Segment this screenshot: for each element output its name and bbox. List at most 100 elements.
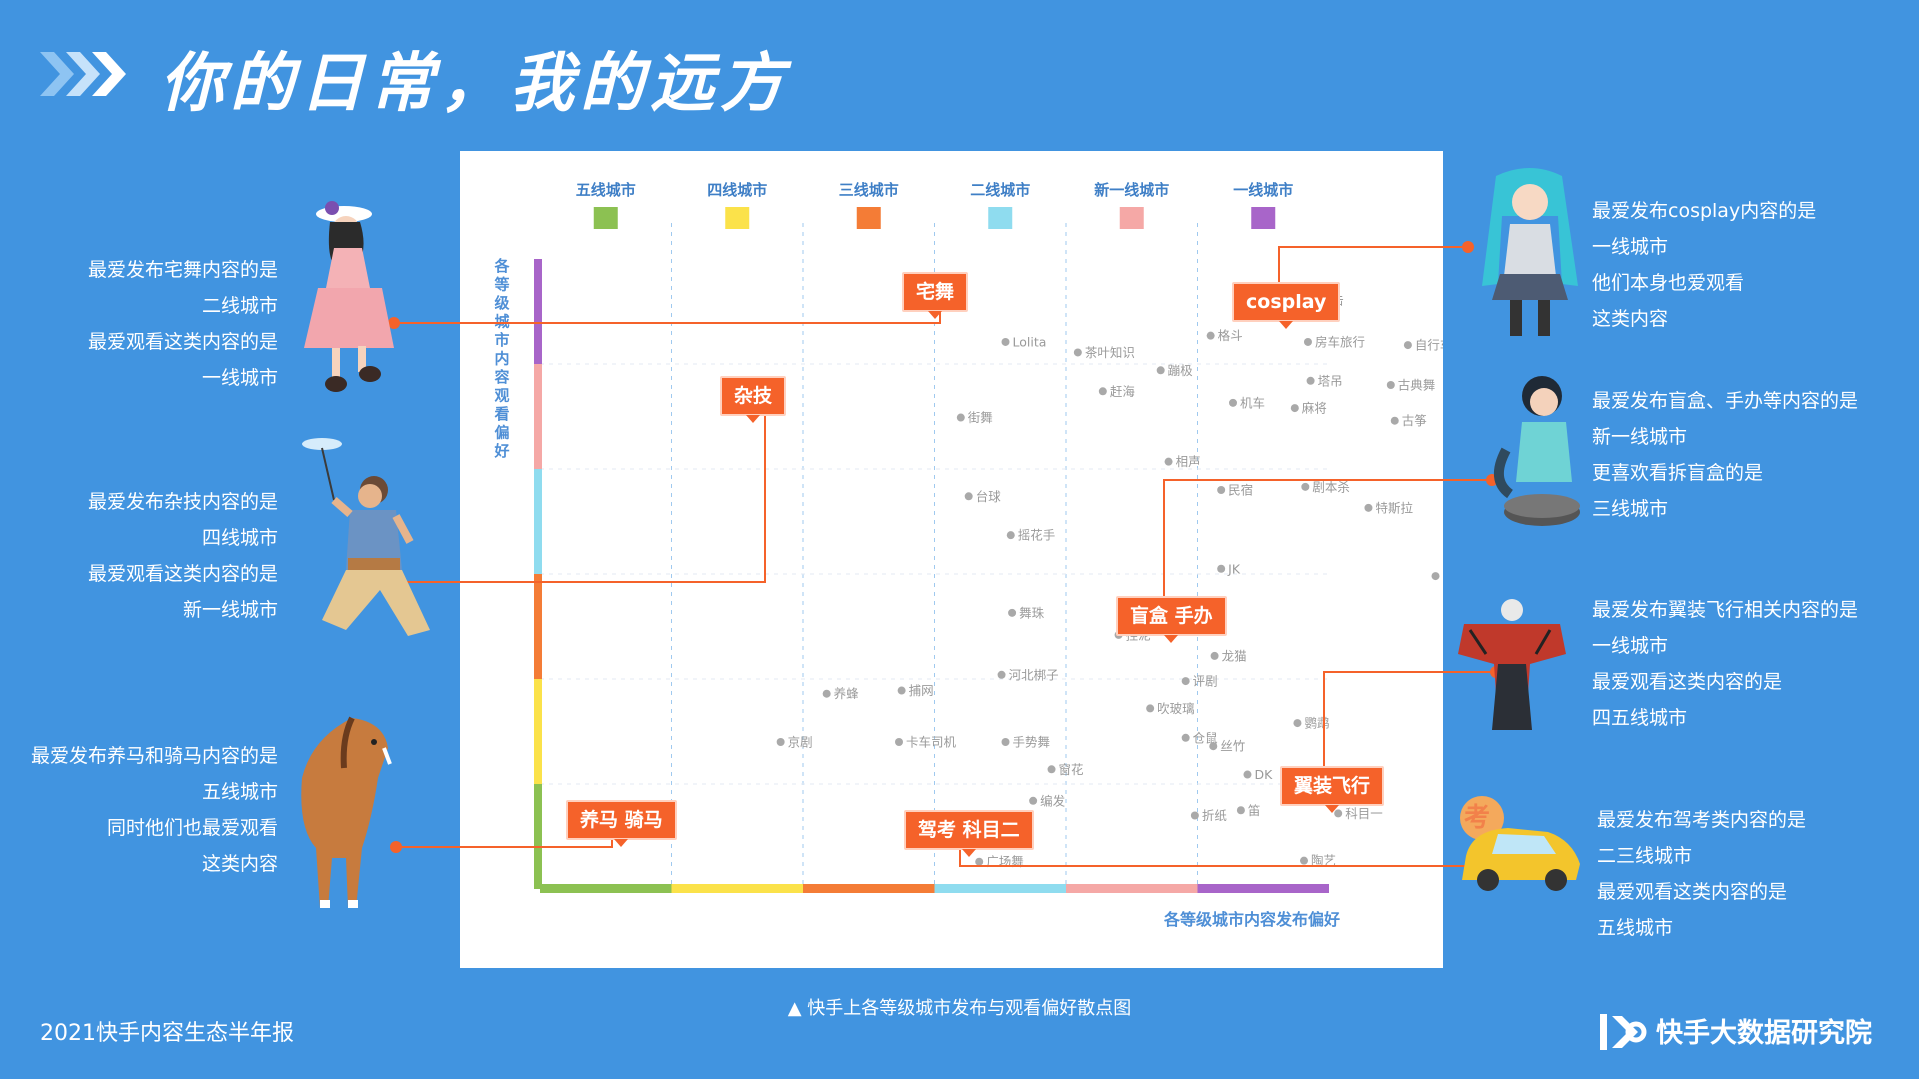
tier-swatch bbox=[856, 207, 881, 229]
x-axis-segment bbox=[803, 884, 935, 893]
data-point bbox=[1001, 337, 1010, 346]
point-label: 古典舞 bbox=[1398, 378, 1436, 393]
data-point bbox=[1029, 796, 1038, 805]
x-axis-label: 各等级城市内容发布偏好 bbox=[1163, 910, 1340, 929]
chart-caption: ▲ 快手上各等级城市发布与观看偏好散点图 bbox=[787, 998, 1132, 1019]
cosplay-girl-figure bbox=[1482, 168, 1578, 336]
point-label: 折纸 bbox=[1202, 808, 1228, 823]
data-point bbox=[894, 738, 903, 746]
driving-test-badge: 考 bbox=[1464, 803, 1491, 833]
brand-name: 快手大数据研究院 bbox=[1656, 1018, 1872, 1049]
point-label: 自行车 bbox=[1415, 338, 1443, 353]
y-axis-label: 级 bbox=[494, 294, 510, 312]
y-axis-label: 城 bbox=[494, 313, 509, 331]
point-label: 街舞 bbox=[968, 410, 993, 425]
point-label: 格斗 bbox=[1218, 328, 1243, 343]
point-label: 河北梆子 bbox=[1009, 667, 1059, 682]
point-label: 吹玻璃 bbox=[1157, 701, 1195, 716]
column-header: 五线城市 bbox=[576, 181, 636, 199]
data-point bbox=[1210, 651, 1219, 660]
tag-acrobatics: 杂技 bbox=[720, 376, 787, 423]
data-point bbox=[1293, 719, 1302, 728]
data-point bbox=[1146, 704, 1155, 713]
y-axis-segment bbox=[534, 679, 542, 784]
tag-cosplay: cosplay bbox=[1232, 282, 1341, 329]
point-label: 特斯拉 bbox=[1375, 500, 1413, 515]
point-label: 捕网 bbox=[909, 683, 934, 698]
horse-figure bbox=[301, 716, 392, 908]
data-point bbox=[1098, 387, 1107, 396]
point-label: 手势舞 bbox=[1013, 735, 1051, 750]
point-label: 机车 bbox=[1240, 395, 1265, 410]
data-point bbox=[1217, 486, 1226, 494]
point-label: 科目一 bbox=[1345, 806, 1383, 821]
point-label: 笛 bbox=[1248, 803, 1261, 818]
y-axis-label: 等 bbox=[494, 276, 509, 294]
point-label: 古筝 bbox=[1402, 413, 1427, 428]
data-point bbox=[897, 686, 906, 695]
data-point bbox=[1006, 531, 1015, 540]
point-label: DK bbox=[1254, 767, 1273, 782]
data-point bbox=[1181, 733, 1190, 742]
page-title: 你的日常，我的远方 bbox=[160, 47, 790, 121]
y-axis-label: 内 bbox=[494, 350, 509, 368]
data-point bbox=[1047, 765, 1056, 774]
x-axis-segment bbox=[671, 884, 803, 893]
column-header: 四线城市 bbox=[707, 181, 767, 199]
note-otaku-dance: 最爱发布宅舞内容的是二线城市最爱观看这类内容的是一线城市 bbox=[87, 259, 278, 389]
point-label: 塔吊 bbox=[1318, 373, 1343, 388]
point-label: 编发 bbox=[1040, 793, 1066, 808]
x-axis-segment bbox=[934, 884, 1066, 893]
y-axis-label: 市 bbox=[494, 331, 509, 349]
point-label: 相声 bbox=[1176, 454, 1201, 469]
column-header: 一线城市 bbox=[1233, 181, 1293, 199]
data-point bbox=[822, 689, 831, 698]
data-point bbox=[1236, 806, 1245, 815]
y-axis-segment bbox=[534, 574, 542, 679]
data-point bbox=[1190, 811, 1199, 820]
note-wingsuit: 最爱发布翼装飞行相关内容的是一线城市最爱观看这类内容的是四五线城市 bbox=[1592, 599, 1859, 729]
point-label: JK bbox=[1227, 561, 1241, 576]
tag-horse-riding: 养马 骑马 bbox=[566, 800, 677, 847]
point-label: 龙猫 bbox=[1222, 648, 1247, 663]
point-label: 卡车司机 bbox=[906, 735, 957, 750]
y-axis-segment bbox=[534, 364, 542, 469]
point-label: 房车旅行 bbox=[1315, 334, 1365, 349]
note-blindbox: 最爱发布盲盒、手办等内容的是新一线城市更喜欢看拆盲盒的是三线城市 bbox=[1592, 390, 1859, 520]
data-point bbox=[776, 738, 785, 746]
data-point bbox=[975, 857, 984, 866]
y-axis-segment bbox=[534, 784, 542, 889]
x-axis-segment bbox=[1197, 884, 1329, 893]
point-label: 摇花手 bbox=[1018, 528, 1056, 543]
tag-wingsuit: 翼装飞行 bbox=[1280, 766, 1385, 813]
point-label: 台球 bbox=[976, 489, 1002, 504]
data-point bbox=[1008, 608, 1017, 617]
point-label: 赶海 bbox=[1110, 384, 1136, 399]
tier-swatch bbox=[1119, 207, 1144, 229]
tier-swatch bbox=[988, 207, 1013, 229]
data-point bbox=[1181, 677, 1190, 686]
data-point bbox=[1164, 457, 1173, 466]
data-point bbox=[956, 413, 965, 422]
data-point bbox=[1386, 381, 1395, 389]
dancer-girl-figure bbox=[304, 201, 394, 392]
note-cosplay: 最爱发布cosplay内容的是一线城市他们本身也爱观看这类内容 bbox=[1592, 200, 1817, 330]
column-header: 二线城市 bbox=[970, 181, 1030, 199]
y-axis-label: 好 bbox=[493, 442, 509, 460]
data-point bbox=[1217, 564, 1226, 573]
x-axis-segment bbox=[540, 884, 672, 893]
acrobat-man-figure bbox=[302, 438, 430, 636]
tag-otaku-dance: 宅舞 bbox=[902, 272, 969, 319]
point-label: 麻将 bbox=[1302, 401, 1327, 416]
y-axis-segment bbox=[534, 469, 542, 574]
tier-swatch bbox=[725, 207, 750, 229]
point-label: 丝竹 bbox=[1220, 739, 1245, 754]
point-label: 剧本杀 bbox=[1312, 479, 1350, 494]
column-header: 新一线城市 bbox=[1094, 181, 1169, 199]
data-point bbox=[1290, 404, 1299, 413]
note-driving-test: 最爱发布驾考类内容的是二三线城市最爱观看这类内容的是五线城市 bbox=[1597, 809, 1807, 939]
report-name: 2021快手内容生态半年报 bbox=[40, 1021, 294, 1046]
note-acrobatics: 最爱发布杂技内容的是四线城市最爱观看这类内容的是新一线城市 bbox=[87, 491, 278, 621]
chevrons-icon bbox=[40, 52, 126, 96]
y-axis-label: 观 bbox=[494, 387, 509, 405]
